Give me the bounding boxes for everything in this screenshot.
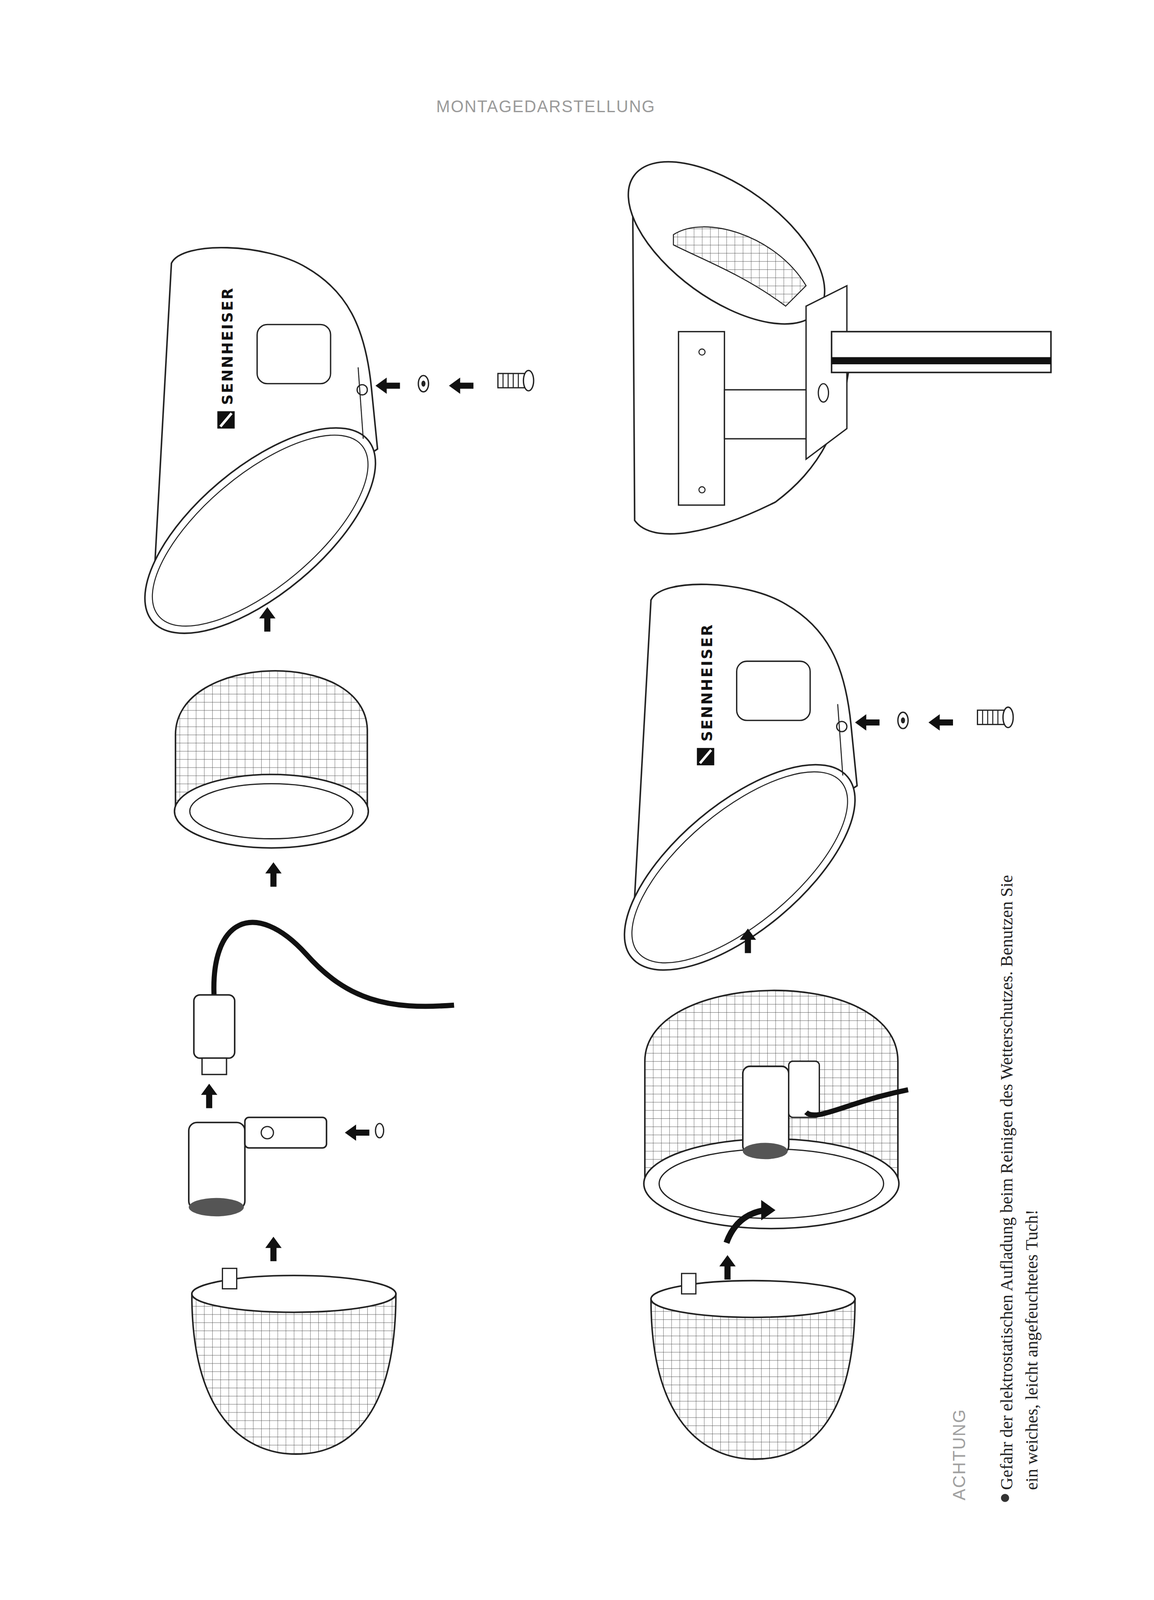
brand-label: SENNHEISER [697, 623, 717, 742]
warning-heading: ACHTUNG [948, 1408, 970, 1501]
warning-note: Gefahr der elektrostatischen Aufladung b… [994, 857, 1045, 1491]
page-title: MONTAGEDARSTELLUNG [436, 97, 656, 117]
brand-label: SENNHEISER [217, 286, 237, 406]
